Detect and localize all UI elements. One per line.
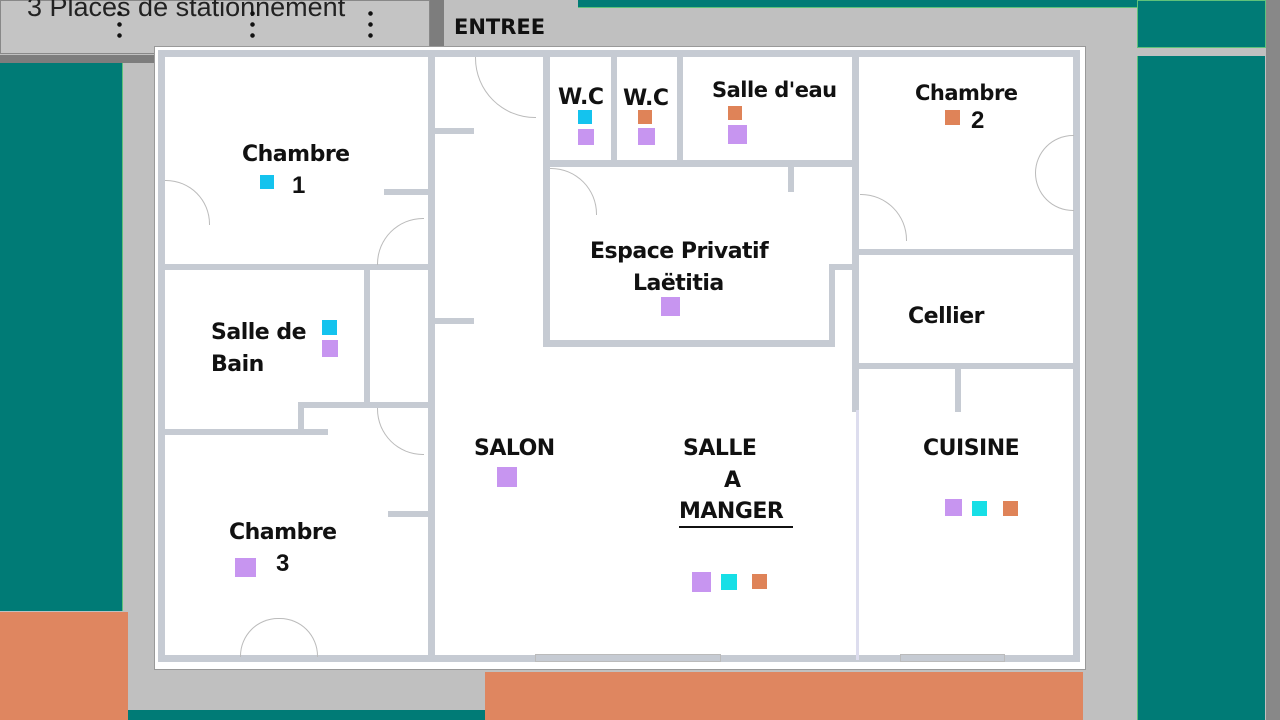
room-label-salle-de-bain-1: Salle de [211, 320, 307, 345]
marker-cyan [578, 110, 592, 124]
wall [432, 128, 474, 134]
terrace-bottom [485, 672, 1083, 720]
room-label-espace-privatif: Espace Privatif [590, 239, 769, 264]
room-label-cellier: Cellier [908, 304, 984, 329]
marker-cyan [972, 501, 987, 516]
marker-brown [752, 574, 767, 589]
window [535, 654, 721, 662]
marker-brown [945, 110, 960, 125]
room-label-salle-a-manger-1: SALLE [683, 436, 757, 461]
marker-purple [692, 572, 711, 592]
wall [855, 363, 1077, 369]
wall [388, 511, 430, 517]
room-label-chambre-3: Chambre [229, 520, 337, 545]
room-label-wc-1: W.C [558, 85, 604, 110]
wall [1073, 50, 1080, 662]
entrance-label: ENTREE [454, 15, 546, 39]
wall [788, 160, 794, 192]
garden-right [1137, 56, 1265, 720]
marker-purple [497, 467, 517, 487]
wall [158, 655, 1080, 662]
wall [543, 160, 857, 167]
marker-purple [322, 340, 338, 357]
wall [611, 50, 617, 164]
wall [543, 340, 835, 347]
room-label-salle-a-manger-3: MANGER [679, 498, 794, 528]
parking-divider [117, 8, 122, 42]
separator [0, 55, 158, 63]
wall [855, 249, 1077, 255]
room-number-2: 2 [971, 107, 985, 134]
room-number-3: 3 [276, 550, 290, 577]
room-label-cuisine: CUISINE [923, 436, 1020, 461]
room-label-salle-a-manger-2: A [724, 468, 741, 493]
room-label-chambre-1: Chambre [242, 142, 350, 167]
wall [158, 50, 165, 662]
wall [829, 264, 857, 270]
wall [298, 402, 304, 432]
wall [543, 50, 550, 347]
room-label-salle-eau: Salle d'eau [712, 78, 837, 102]
room-label-chambre-2: Chambre [915, 81, 1018, 105]
parking-area [0, 0, 430, 54]
edge [1266, 0, 1280, 720]
marker-purple [638, 128, 655, 145]
marker-purple [235, 558, 256, 577]
room-label-salle-de-bain-2: Bain [211, 352, 264, 377]
wall [955, 366, 961, 412]
marker-brown [728, 106, 742, 120]
wall [432, 318, 474, 324]
floor-plan [154, 46, 1086, 670]
separator [430, 0, 444, 48]
marker-purple [728, 125, 747, 144]
garden-bottom [128, 710, 485, 720]
wall [428, 50, 435, 662]
room-label-salon: SALON [474, 436, 555, 461]
room-label-laetitia: Laëtitia [633, 271, 724, 296]
marker-brown [638, 110, 652, 124]
room-number-1: 1 [292, 172, 306, 199]
parking-divider [250, 8, 255, 42]
marker-brown [1003, 501, 1018, 516]
room-label-wc-2: W.C [623, 86, 669, 111]
marker-cyan [322, 320, 337, 335]
garden-top [578, 0, 1137, 8]
wall [384, 189, 430, 195]
wall [158, 429, 328, 435]
marker-purple [945, 499, 962, 516]
marker-cyan [721, 574, 737, 590]
wall [158, 264, 432, 270]
garden-left [0, 63, 123, 611]
terrace-bottom-left [0, 612, 128, 720]
wall [852, 50, 859, 412]
marker-purple [661, 297, 680, 316]
marker-purple [578, 129, 594, 145]
wall [677, 50, 683, 164]
marker-cyan [260, 175, 274, 189]
parking-label: 3 Places de stationnement [27, 0, 346, 22]
parking-divider [368, 8, 373, 42]
garden-right-top [1137, 0, 1266, 48]
window [900, 654, 1005, 662]
wall [829, 264, 835, 346]
wall [856, 410, 859, 660]
wall [364, 268, 370, 406]
wall [158, 50, 1080, 57]
